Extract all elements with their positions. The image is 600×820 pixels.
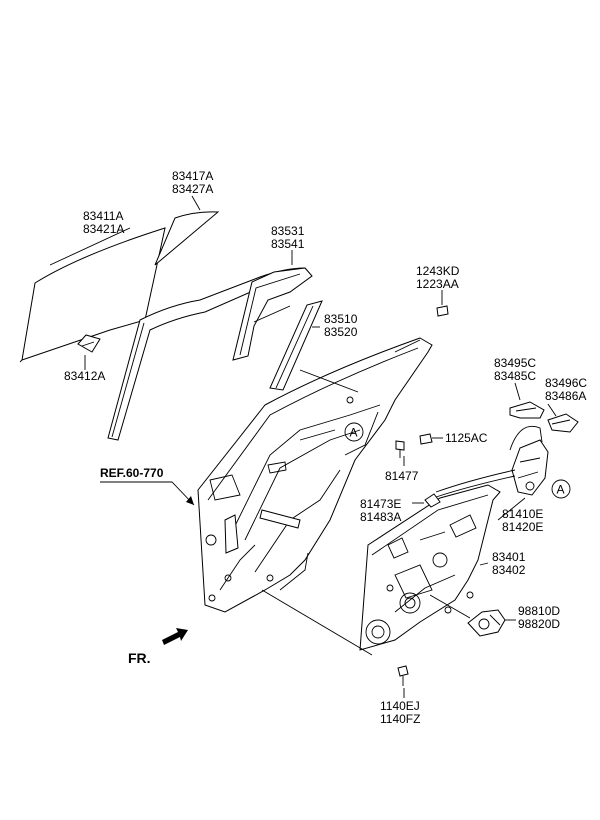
latch-assembly: [424, 439, 549, 508]
label-latch-cable-1: 81473E: [360, 497, 401, 511]
outside-handle: [509, 401, 545, 419]
label-glass-clip: 83412A: [64, 369, 105, 383]
label-bolt-bottom-1: 1140EJ: [380, 699, 420, 713]
glass-clip-part: [77, 334, 101, 353]
leader-lines: [49, 195, 557, 698]
circle-a-marker-right: A: [551, 479, 571, 499]
window-motor: [467, 609, 506, 637]
label-latch-2: 81420E: [502, 520, 543, 534]
door-inner-panel: [197, 337, 433, 613]
label-bolt-mid: 1125AC: [445, 431, 488, 445]
label-handle-upper-1: 83495C: [494, 356, 536, 370]
front-label: FR.: [128, 650, 151, 666]
bolt-small: [395, 440, 405, 458]
label-latch-1: 81410E: [502, 507, 543, 521]
label-glass-top-1: 83417A: [172, 169, 213, 183]
front-arrow: FR.: [128, 628, 188, 666]
label-run-strip-2: 83520: [324, 325, 358, 339]
bolt-mid: [419, 433, 433, 445]
bolt-bottom: [397, 665, 409, 686]
run-channel-rear: [269, 300, 323, 391]
circle-a-label: A: [557, 483, 565, 497]
label-glass-main-1: 83411A: [83, 209, 123, 223]
label-regulator-2: 83402: [492, 563, 526, 577]
label-run-channel-2: 83541: [271, 237, 305, 251]
label-bolt-bottom-2: 1140FZ: [380, 712, 420, 726]
label-regulator-1: 83401: [492, 550, 526, 564]
latch-rod: [509, 425, 543, 451]
bolt-top: [436, 305, 449, 317]
label-bolt-top-2: 1223AA: [416, 277, 459, 291]
label-handle-right-2: 83486A: [545, 389, 586, 403]
ref-label: REF.60-770: [100, 466, 164, 480]
label-motor-1: 98810D: [518, 604, 560, 618]
door-glass-quarter: [154, 211, 220, 266]
circle-a-label: A: [350, 426, 358, 440]
regulator-panel: [359, 484, 501, 651]
label-glass-main-2: 83421A: [83, 222, 124, 236]
circle-a-marker-left: A: [344, 422, 364, 442]
run-channel-upper: [232, 267, 313, 361]
label-handle-right-1: 83496C: [545, 376, 587, 390]
label-run-channel-1: 83531: [271, 224, 305, 238]
label-latch-cable-2: 81483A: [360, 510, 401, 524]
door-glass-main: [19, 227, 166, 363]
handle-cover: [547, 413, 579, 433]
label-bolt-small: 81477: [385, 469, 419, 483]
label-handle-upper-2: 83485C: [494, 369, 536, 383]
label-glass-top-2: 83427A: [172, 182, 213, 196]
label-bolt-top-1: 1243KD: [416, 264, 460, 278]
label-motor-2: 98820D: [518, 617, 560, 631]
label-run-strip-1: 83510: [324, 312, 358, 326]
